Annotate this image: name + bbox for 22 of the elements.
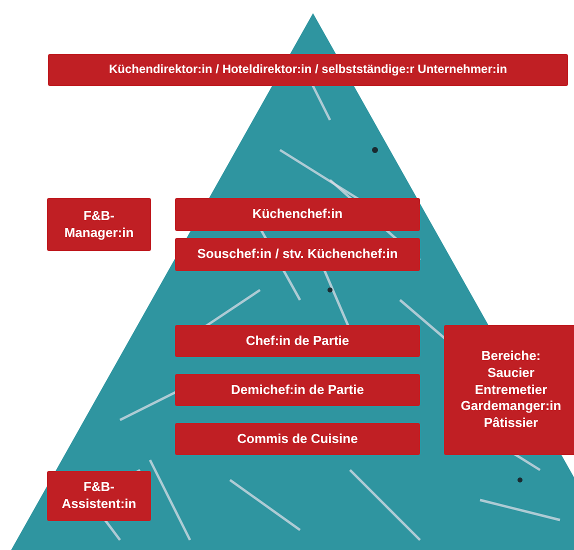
role-box xyxy=(175,238,420,271)
role-label: Saucier xyxy=(488,364,534,382)
role-label: Chef:in de Partie xyxy=(246,332,350,350)
role-box xyxy=(47,198,151,251)
role-box xyxy=(444,325,574,455)
role-label: Entremetier xyxy=(474,382,548,398)
role-label: Gardemanger:in xyxy=(460,398,562,416)
role-box xyxy=(175,198,420,231)
role-label: Commis de Cuisine xyxy=(237,430,358,448)
role-box xyxy=(48,54,568,86)
box-heading: Bereiche: xyxy=(481,348,541,365)
role-box xyxy=(175,325,420,357)
role-box xyxy=(47,471,151,521)
role-label: Küchenchef:in xyxy=(252,206,343,223)
role-label: F&B-Assistent:in xyxy=(60,479,138,513)
role-box xyxy=(175,374,420,406)
role-label: Souschef:in / stv. Küchenchef:in xyxy=(197,246,398,263)
role-label: Pâtissier xyxy=(484,415,538,432)
role-label: Demichef:in de Partie xyxy=(231,382,364,398)
role-label: Küchendirektor:in / Hoteldirektor:in / selbstständige:r Unternehmer:in xyxy=(108,62,508,78)
role-box xyxy=(175,423,420,455)
role-label: F&B-Manager:in xyxy=(63,208,135,242)
